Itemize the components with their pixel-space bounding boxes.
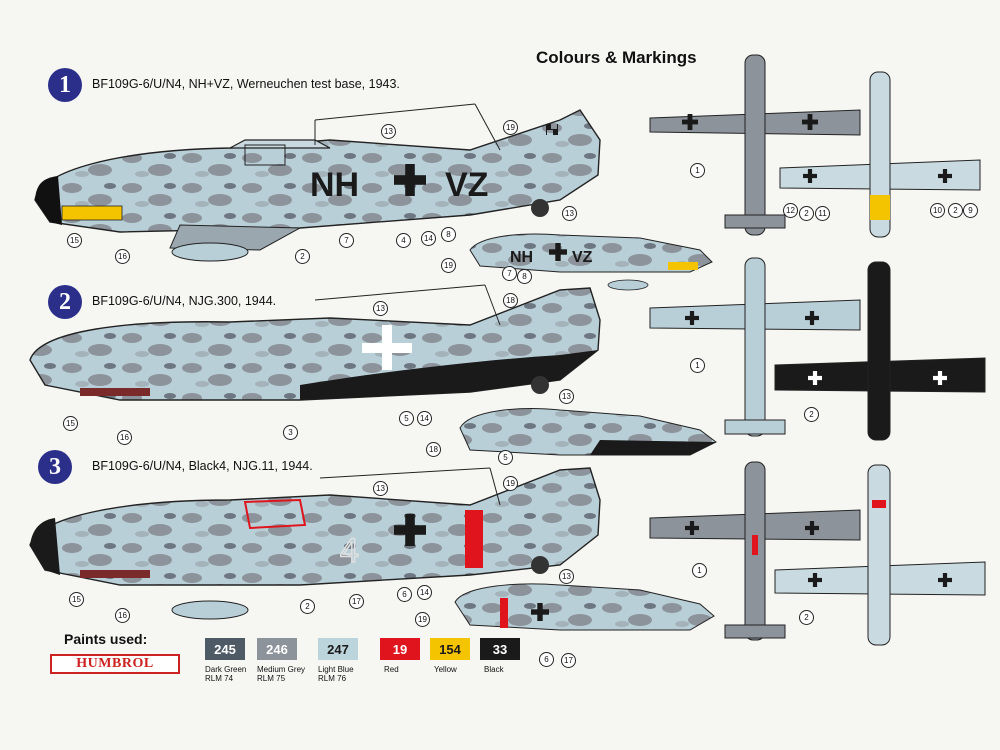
scheme-1-side-view: NH VZ xyxy=(34,103,601,262)
scheme-2-planform-views xyxy=(649,257,986,441)
paint-chip-245: 245 xyxy=(205,638,245,660)
paint-chip-label-33: Black xyxy=(484,665,504,674)
callout-s1-10: 12 xyxy=(783,203,798,218)
callout-s1-1: 19 xyxy=(503,120,518,135)
callout-s2-3: 16 xyxy=(117,430,132,445)
callout-s1-9: 1 xyxy=(690,163,705,178)
callout-s1-16: 13 xyxy=(562,206,577,221)
scheme-3-planform-views xyxy=(649,461,986,646)
callout-s2-11: 5 xyxy=(498,450,513,465)
callout-s1-4: 2 xyxy=(295,249,310,264)
callout-s3-6: 6 xyxy=(397,587,412,602)
paint-chip-label-154: Yellow xyxy=(434,665,457,674)
scheme-1-small-code-left: NH xyxy=(510,249,533,266)
callout-s2-8: 2 xyxy=(804,407,819,422)
scheme-2-caption: BF109G-6/U/N4, NJG.300, 1944. xyxy=(92,294,277,308)
scheme-3-small-side-view xyxy=(454,583,715,631)
callout-s3-0: 13 xyxy=(373,481,388,496)
scheme-1-small-code-right: VZ xyxy=(572,249,593,266)
scheme-1-small-side-view: NH VZ xyxy=(469,233,713,291)
callout-s3-2: 15 xyxy=(69,592,84,607)
paint-chip-247: 247 xyxy=(318,638,358,660)
callout-s1-6: 4 xyxy=(396,233,411,248)
callout-s1-14: 2 xyxy=(948,203,963,218)
scheme-1-badge: 1 xyxy=(48,68,82,102)
scheme-1-code-right: VZ xyxy=(445,166,488,204)
callout-s1-12: 11 xyxy=(815,206,830,221)
callout-s1-15: 9 xyxy=(963,203,978,218)
scheme-3-badge: 3 xyxy=(38,450,72,484)
callout-s1-18: 7 xyxy=(502,266,517,281)
scheme-2-side-view xyxy=(29,284,601,401)
callout-s1-5: 7 xyxy=(339,233,354,248)
paint-chip-label-19: Red xyxy=(384,665,399,674)
callout-s1-7: 14 xyxy=(421,231,436,246)
callout-s1-19: 8 xyxy=(517,269,532,284)
paint-chip-label-246: Medium Grey RLM 75 xyxy=(257,665,306,683)
callout-s2-1: 18 xyxy=(503,293,518,308)
scheme-2-small-side-view xyxy=(459,408,717,456)
callout-s3-5: 17 xyxy=(349,594,364,609)
callout-s1-17: 19 xyxy=(441,258,456,273)
page-title: Colours & Markings xyxy=(536,48,697,67)
callout-s2-10: 18 xyxy=(426,442,441,457)
callout-s2-5: 5 xyxy=(399,411,414,426)
callout-s3-7: 14 xyxy=(417,585,432,600)
callout-s3-13: 17 xyxy=(561,653,576,668)
callout-s2-9: 13 xyxy=(559,389,574,404)
callout-s3-3: 16 xyxy=(115,608,130,623)
callout-s3-9: 2 xyxy=(799,610,814,625)
paint-chip-246: 246 xyxy=(257,638,297,660)
paint-chip-33: 33 xyxy=(480,638,520,660)
callout-s3-11: 19 xyxy=(415,612,430,627)
scheme-3-side-view: 4 xyxy=(29,467,601,620)
callout-s1-0: 13 xyxy=(381,124,396,139)
callout-s1-3: 16 xyxy=(115,249,130,264)
paint-chip-19: 19 xyxy=(380,638,420,660)
paint-chip-label-247: Light Blue RLM 76 xyxy=(318,665,354,683)
callout-s2-2: 15 xyxy=(63,416,78,431)
callout-s2-7: 1 xyxy=(690,358,705,373)
callout-s1-13: 10 xyxy=(930,203,945,218)
callout-s3-1: 19 xyxy=(503,476,518,491)
callout-s1-2: 15 xyxy=(67,233,82,248)
callout-s2-6: 14 xyxy=(417,411,432,426)
callout-s2-0: 13 xyxy=(373,301,388,316)
humbrol-logo-text: HUMBROL xyxy=(72,656,158,672)
paint-chip-label-245: Dark Green RLM 74 xyxy=(205,665,247,683)
scheme-1-code-left: NH xyxy=(310,166,359,204)
scheme-3-caption: BF109G-6/U/N4, Black4, NJG.11, 1944. xyxy=(92,459,313,473)
callout-s3-12: 6 xyxy=(539,652,554,667)
humbrol-logo: HUMBROL xyxy=(50,654,180,674)
scheme-3-numeral: 4 xyxy=(340,532,359,570)
callout-s3-8: 1 xyxy=(692,563,707,578)
scheme-2-badge: 2 xyxy=(48,285,82,319)
callout-s3-4: 2 xyxy=(300,599,315,614)
callout-s1-8: 8 xyxy=(441,227,456,242)
callout-s1-11: 2 xyxy=(799,206,814,221)
scheme-1-planform-views xyxy=(649,54,981,238)
callout-s2-4: 3 xyxy=(283,425,298,440)
callout-s3-10: 13 xyxy=(559,569,574,584)
scheme-1-caption: BF109G-6/U/N4, NH+VZ, Werneuchen test ba… xyxy=(92,77,400,91)
paint-chip-154: 154 xyxy=(430,638,470,660)
paints-used-label: Paints used: xyxy=(64,631,148,647)
